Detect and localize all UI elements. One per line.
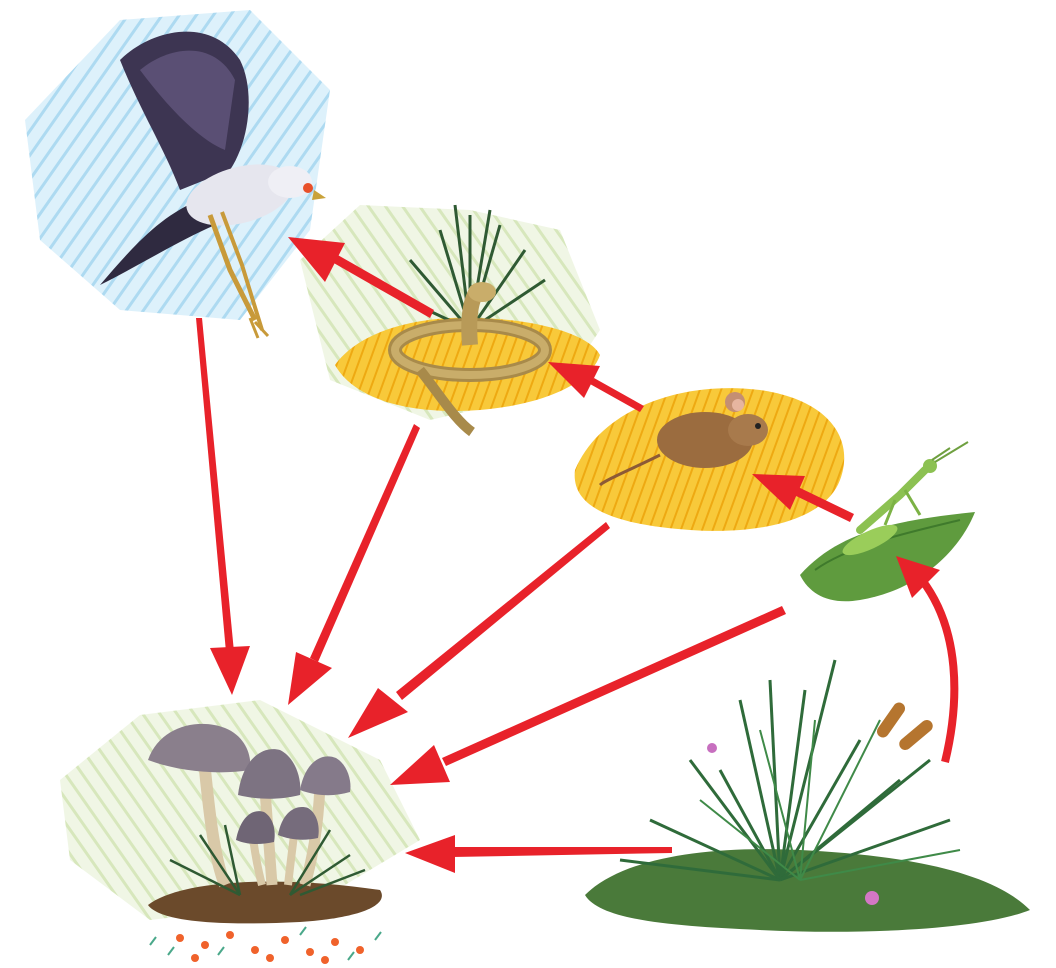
arrow-snake-to-fungi <box>288 424 420 705</box>
secretary-bird-icon <box>25 10 330 338</box>
mushrooms-decomposer-icon <box>60 700 420 964</box>
mouse-icon <box>575 388 845 531</box>
arrow-mantis-to-fungi <box>390 606 786 785</box>
grass-plants-icon <box>585 660 1030 932</box>
arrow-grass-to-fungi <box>405 835 672 873</box>
arrow-bird-to-fungi <box>196 318 250 695</box>
cobra-icon <box>300 205 600 432</box>
